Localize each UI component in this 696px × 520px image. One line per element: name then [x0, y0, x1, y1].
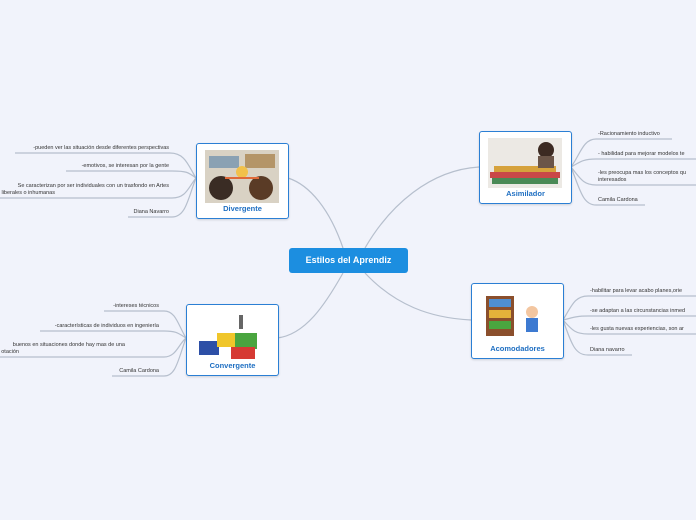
divergente-title: Divergente: [223, 204, 262, 213]
asimilador-title: Asimilador: [506, 189, 545, 198]
divergente-leaf-1[interactable]: -pueden ver las situación desde diferent…: [33, 145, 169, 151]
central-topic[interactable]: Estilos del Aprendiz: [289, 248, 408, 273]
divergente-leaf-2[interactable]: -emotivos, se interesan por la gente: [81, 163, 169, 169]
convergente-leaf-1[interactable]: -intereses técnicos: [113, 303, 159, 309]
convergente-leaf-2[interactable]: -características de individuos en ingeni…: [54, 323, 159, 329]
asimilador-leaf-2[interactable]: - habilidad para mejorar modelos te: [598, 151, 685, 157]
convergente-leaf-4[interactable]: Camila Cardona: [119, 368, 159, 374]
acomodadores-leaf-3[interactable]: -les gusta nuevas experiencias, son ar: [590, 326, 684, 332]
node-divergente[interactable]: Divergente: [196, 143, 289, 219]
central-title: Estilos del Aprendiz: [305, 255, 392, 265]
asimilador-leaf-4[interactable]: Camila Cardona: [598, 197, 638, 203]
node-acomodadores[interactable]: Acomodadores: [471, 283, 564, 359]
asimilador-leaf-3a[interactable]: -les preocupa mas los conceptos qu: [598, 170, 687, 176]
acomodadores-title: Acomodadores: [490, 344, 545, 353]
link-divergente: [287, 177, 344, 249]
convergente-leaf-3a[interactable]: buenos en situaciones donde hay mas de u…: [12, 342, 125, 348]
asimilador-leaf-1[interactable]: -Racionamiento inductivo: [598, 131, 660, 137]
divergente-image: [205, 150, 279, 203]
node-convergente[interactable]: Convergente: [186, 304, 279, 376]
asimilador-leaf-3b[interactable]: interesados: [598, 177, 627, 183]
asimilador-image: [488, 138, 562, 188]
divergente-leaf-3b[interactable]: liberales o inhumanas: [1, 190, 55, 196]
convergente-title: Convergente: [209, 361, 256, 370]
divergente-leaf-3a[interactable]: Se caracterizan por ser individuales con…: [17, 183, 169, 189]
link-acomodadores: [364, 272, 472, 321]
acomodadores-image: [480, 290, 554, 342]
convergente-image: [195, 311, 269, 361]
divergente-leaf-4[interactable]: Diana Navarro: [133, 209, 169, 215]
link-convergente: [276, 272, 344, 339]
link-asimilador: [364, 166, 480, 249]
acomodadores-leaf-4[interactable]: Diana navarro: [590, 347, 625, 353]
acomodadores-leaf-1[interactable]: -habilitar para levar acabo planes,orie: [590, 288, 683, 294]
node-asimilador[interactable]: Asimilador: [479, 131, 572, 204]
convergente-leaf-3b[interactable]: otación: [1, 349, 19, 355]
acomodadores-leaf-2[interactable]: -se adaptan a las circunstancias inmed: [590, 308, 686, 314]
